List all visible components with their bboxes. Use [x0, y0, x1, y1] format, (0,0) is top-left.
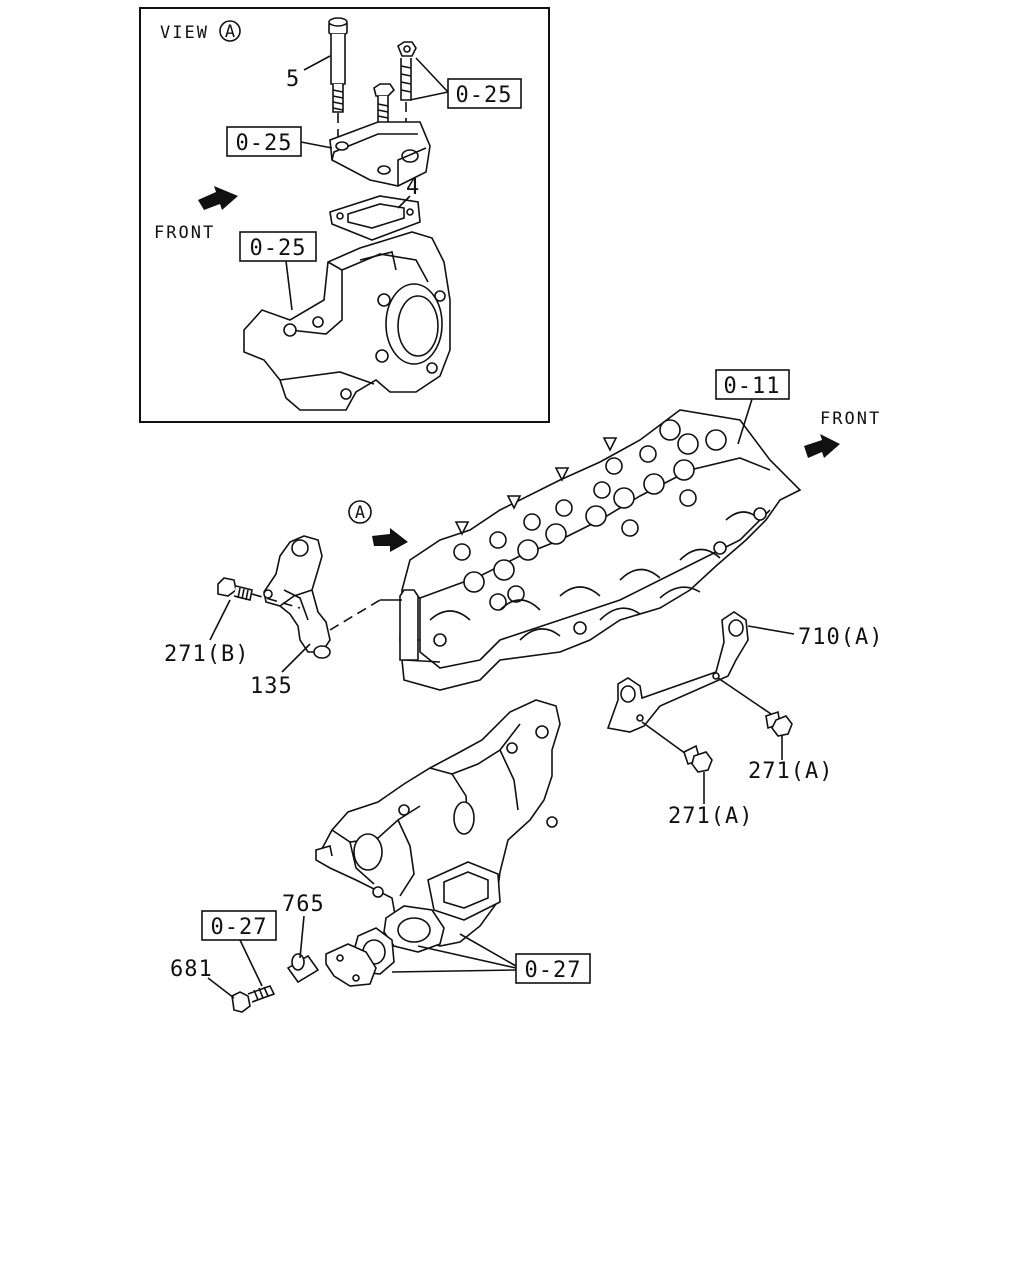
part-681-label: 681 [170, 957, 213, 982]
sleeve-765 [286, 953, 320, 984]
stud-with-nut [397, 41, 417, 101]
ref-head-label: 0-11 [724, 374, 781, 399]
ref-stud-label: 0-27 [211, 915, 268, 940]
inset-frame [139, 7, 550, 423]
main-front-label: FRONT [820, 409, 881, 429]
ref-box-head [715, 369, 790, 400]
ref-box-stud-nut [447, 78, 522, 109]
flange-bolt [373, 83, 396, 125]
ref-box-manifold [515, 953, 591, 984]
part-710a-label: 710(A) [798, 625, 883, 650]
part-765-label: 765 [282, 892, 325, 917]
heat-shield-bracket-710a [606, 611, 749, 733]
inset-view-a: VIEW A 5 0-25 [139, 7, 550, 423]
view-direction-arrow [372, 528, 408, 552]
part-135-label: 135 [250, 674, 293, 699]
part-271b-label: 271(B) [164, 642, 249, 667]
part-271a-right-label: 271(A) [748, 759, 833, 784]
main-view-marker-circle [348, 500, 372, 524]
ref-box-body [239, 231, 317, 262]
ref-housing-label: 0-25 [236, 131, 293, 156]
inset-view-marker-circle [219, 20, 241, 42]
ref-body-label: 0-25 [250, 236, 307, 261]
stud-681 [231, 985, 276, 1013]
manifold-outlet-body [243, 231, 451, 411]
inset-front-label: FRONT [154, 223, 215, 243]
hanger-bracket-part-135 [263, 535, 331, 659]
main-front-arrow [804, 434, 840, 458]
long-bolt-part-5 [328, 17, 348, 113]
inset-front-arrow [198, 186, 238, 210]
gasket-part-4 [329, 195, 421, 241]
bolt-271b [217, 577, 253, 601]
part-4-label: 4 [406, 175, 420, 200]
exhaust-manifold [314, 699, 561, 947]
outlet-flange-housing [329, 121, 431, 187]
bolt-271a-left [683, 744, 713, 773]
inset-view-title: VIEW [160, 23, 209, 43]
outlet-gaskets [325, 905, 445, 987]
ref-box-stud [201, 910, 277, 941]
main-view-marker: A [355, 503, 365, 523]
ref-box-housing [226, 126, 302, 157]
part-5-label: 5 [286, 67, 300, 92]
valve-ports [453, 419, 727, 611]
ref-manifold-label: 0-27 [525, 958, 582, 983]
ref-stud-nut-label: 0-25 [456, 83, 513, 108]
cylinder-head-assembly [399, 409, 802, 691]
inset-view-marker: A [225, 22, 235, 42]
bolt-271a-right [765, 710, 793, 737]
part-271a-left-label: 271(A) [668, 804, 753, 829]
